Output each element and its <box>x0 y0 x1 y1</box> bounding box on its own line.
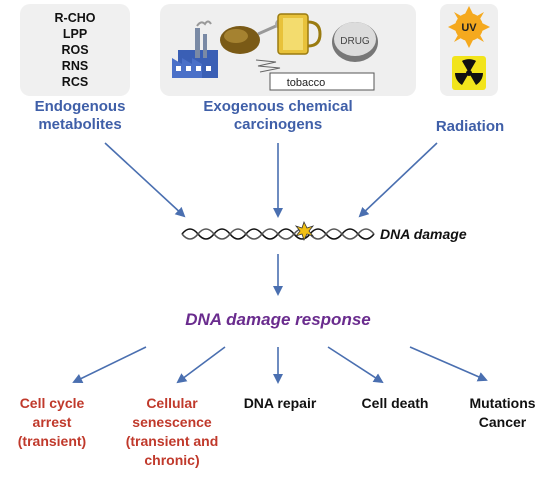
chemical-label: Exogenous chemical carcinogens <box>178 98 378 134</box>
metabolite-item: R-CHO <box>54 11 96 25</box>
arrow-radiation-to-dna <box>358 142 438 218</box>
factory-icon <box>172 20 218 78</box>
dna-helix-icon <box>181 228 375 240</box>
arrow-metabolites-to-dna <box>104 142 186 218</box>
arrow-to-arrest <box>72 346 147 383</box>
metabolite-item: LPP <box>62 27 88 41</box>
outcome-mutations-cancer: Mutations Cancer <box>455 394 550 432</box>
outcome-dna-repair: DNA repair <box>230 394 330 413</box>
radiation-label: Radiation <box>435 118 505 135</box>
metabolites-label-line: Endogenous <box>34 98 126 115</box>
outcome-line: (transient and <box>125 433 219 449</box>
chemical-label-line: carcinogens <box>233 116 323 133</box>
outcome-cell-death: Cell death <box>345 394 445 413</box>
radiation-trefoil-icon <box>452 56 486 90</box>
dna-damage-response-label: DNA damage response <box>185 310 371 329</box>
outcome-line: senescence <box>132 414 212 430</box>
outcome-line: (transient) <box>17 433 87 449</box>
arrow-to-senescence <box>176 346 226 384</box>
outcome-cell-cycle-arrest: Cell cycle arrest (transient) <box>2 394 102 451</box>
chemical-label-line: Exogenous chemical <box>203 98 353 115</box>
spoon-icon <box>220 19 285 54</box>
drug-pill-icon <box>332 22 378 62</box>
outcome-line: Cellular <box>146 395 198 411</box>
dna-damage-label: DNA damage <box>380 226 467 242</box>
outcome-line: Mutations <box>469 395 536 411</box>
drug-label: DRUG <box>340 36 370 47</box>
arrow-to-death <box>327 346 384 384</box>
outcome-line: DNA repair <box>243 395 317 411</box>
tobacco-label: tobacco <box>287 77 326 89</box>
damage-spark-icon <box>294 220 315 242</box>
outcome-line: arrest <box>32 414 72 430</box>
outcome-line: Cancer <box>478 414 527 430</box>
metabolite-list: R-CHO LPP ROS RNS RCS <box>20 10 130 90</box>
metabolites-label-line: metabolites <box>38 116 122 133</box>
arrow-to-mutations <box>409 346 488 382</box>
tobacco-icon <box>255 59 375 91</box>
outcome-line: Cell death <box>361 395 429 411</box>
metabolite-item: RNS <box>61 59 89 73</box>
outcome-line: chronic) <box>144 452 200 468</box>
mug-icon <box>277 13 322 55</box>
outcome-line: Cell cycle <box>19 395 85 411</box>
uv-label: UV <box>461 22 477 34</box>
outcome-cellular-senescence: Cellular senescence (transient and chron… <box>116 394 228 470</box>
metabolites-panel <box>20 4 130 96</box>
metabolites-label: Endogenous metabolites <box>10 98 150 134</box>
metabolite-item: ROS <box>61 43 89 57</box>
sun-uv-icon <box>448 6 490 48</box>
metabolite-item: RCS <box>61 75 89 89</box>
